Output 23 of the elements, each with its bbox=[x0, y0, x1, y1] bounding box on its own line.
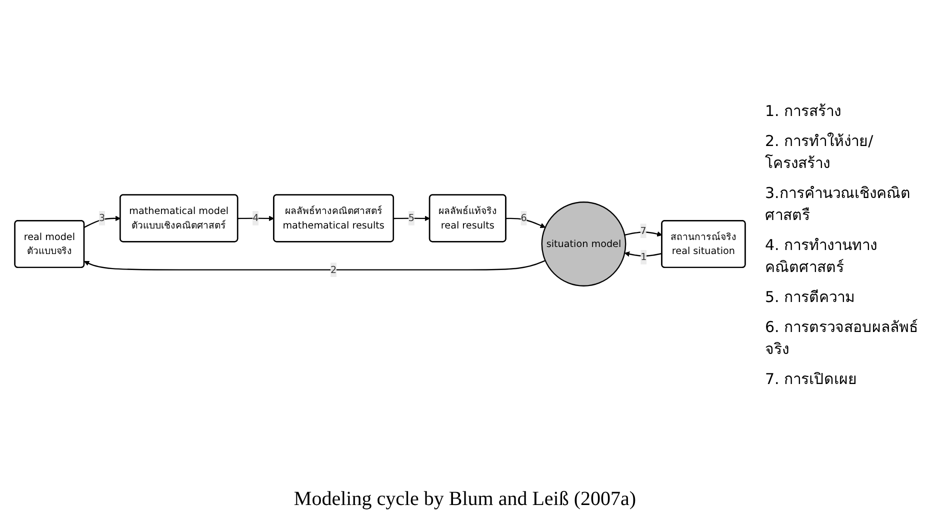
step-note: 6. การตรวจสอบผลลัพธ์จริง bbox=[765, 317, 920, 360]
edge-label: 1 bbox=[640, 250, 647, 262]
caption: Modeling cycle by Blum and Leiß (2007a) bbox=[292, 488, 638, 511]
arrow bbox=[84, 260, 546, 270]
node-circle: situation model bbox=[541, 201, 626, 286]
step-note: 5. การตีความ bbox=[765, 287, 856, 308]
arrow bbox=[394, 215, 430, 221]
edge-label: 6 bbox=[520, 212, 527, 224]
step-note: 7. การเปิดเผย bbox=[765, 369, 858, 390]
step-note: 4. การทำงานทางคณิตศาสตร์ bbox=[765, 235, 878, 278]
edge-label: 5 bbox=[408, 212, 415, 224]
arrow bbox=[624, 231, 662, 236]
edge-label: 4 bbox=[252, 212, 259, 224]
arrow bbox=[624, 251, 662, 256]
step-note: 3.การคำนวณเชิงคณิตศาสตรื bbox=[765, 183, 912, 226]
arrow bbox=[238, 215, 274, 221]
arrow bbox=[506, 218, 546, 228]
step-note: 2. การทำให้ง่าย/โครงสร้าง bbox=[765, 131, 874, 174]
edge-label: 7 bbox=[640, 224, 646, 236]
arrow bbox=[84, 215, 121, 228]
edge-label: 2 bbox=[330, 263, 337, 275]
step-note: 1. การสร้าง bbox=[765, 101, 842, 122]
edge-label: 3 bbox=[99, 212, 106, 224]
